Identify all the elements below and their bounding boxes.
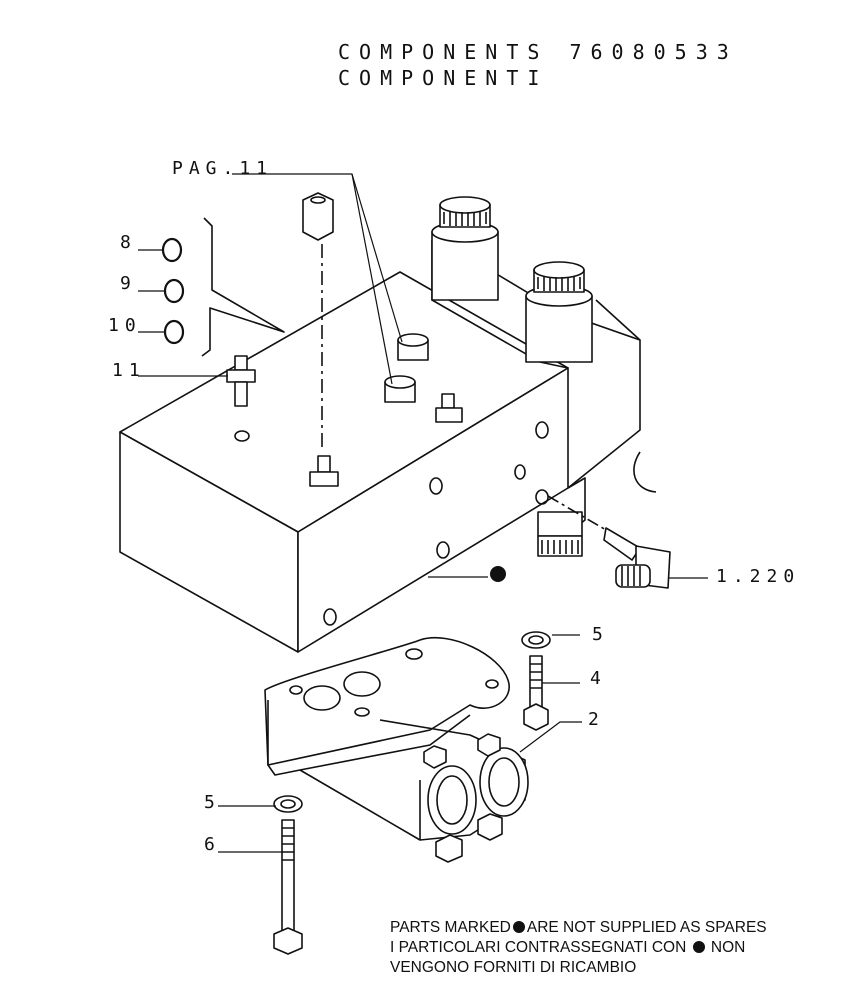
manifold-plate-2 xyxy=(264,637,529,863)
note-line-1: PARTS MARKED ARE NOT SUPPLIED AS SPARES xyxy=(390,918,767,938)
solenoid-coil-1 xyxy=(431,196,499,301)
stud-11 xyxy=(226,355,256,407)
stud-right xyxy=(435,393,463,423)
callout-5-bottom: 5 xyxy=(204,792,221,813)
bolt-6 xyxy=(273,795,303,955)
note-line-1a: PARTS MARKED xyxy=(390,919,511,936)
stud-center xyxy=(309,455,339,487)
non-spare-marker xyxy=(490,566,506,582)
callout-2: 2 xyxy=(588,709,605,730)
callout-5-top: 5 xyxy=(592,624,609,645)
note-line-2a: I PARTICOLARI CONTRASSEGNATI CON xyxy=(390,939,687,956)
o-ring-10 xyxy=(163,319,185,345)
note-line-2b: NON xyxy=(710,939,746,956)
o-ring-8 xyxy=(161,237,183,263)
plug-2 xyxy=(384,375,416,403)
spares-note: PARTS MARKED ARE NOT SUPPLIED AS SPARES I… xyxy=(390,918,767,978)
leader-lines xyxy=(138,173,708,853)
o-ring-bracket xyxy=(201,217,285,357)
hex-nut-top xyxy=(302,192,334,241)
marker-dot-icon xyxy=(512,921,525,933)
valve-block xyxy=(119,271,569,653)
note-line-1b: ARE NOT SUPPLIED AS SPARES xyxy=(526,919,767,936)
callout-9: 9 xyxy=(120,273,137,294)
note-line-3: VENGONO FORNITI DI RICAMBIO xyxy=(390,959,637,976)
callout-1220: 1.220 xyxy=(716,566,800,587)
callout-10: 10 xyxy=(108,315,142,336)
callout-pag11: PAG.11 xyxy=(172,158,273,179)
note-line-2: I PARTICOLARI CONTRASSEGNATI CON NON xyxy=(390,938,767,958)
callout-4: 4 xyxy=(590,668,607,689)
o-ring-9 xyxy=(163,278,185,304)
callout-11: 11 xyxy=(112,360,146,381)
solenoid-coil-2 xyxy=(525,261,593,363)
marker-dot-icon xyxy=(692,941,705,953)
fitting-1220 xyxy=(547,495,671,589)
bottom-nut xyxy=(537,511,583,557)
callout-8: 8 xyxy=(120,232,137,253)
screw-4 xyxy=(521,631,551,731)
plug-1 xyxy=(397,333,429,361)
wire xyxy=(633,451,657,493)
diagram-title-line1: COMPONENTS 76080533 xyxy=(338,40,738,64)
diagram-title-line2: COMPONENTI xyxy=(338,66,549,90)
callout-6: 6 xyxy=(204,834,221,855)
